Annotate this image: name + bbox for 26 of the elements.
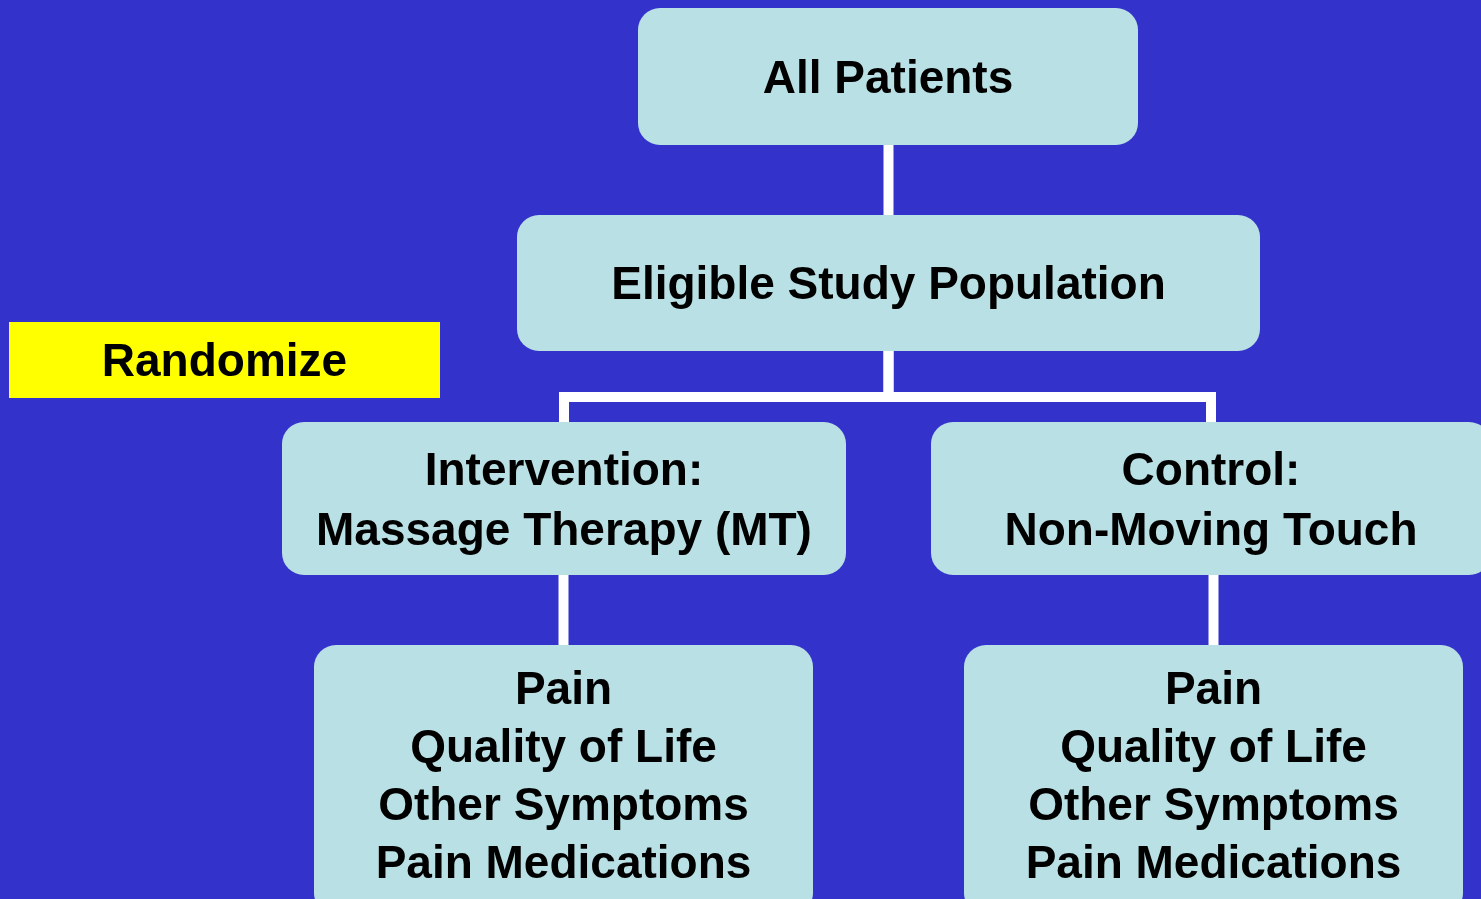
- process-box: [638, 8, 1138, 145]
- node-label: Massage Therapy (MT): [316, 501, 812, 557]
- connector-line: [1208, 575, 1219, 645]
- connector-line: [883, 351, 1216, 422]
- connector-line: [883, 145, 894, 215]
- node-label: Quality of Life: [410, 719, 717, 774]
- outcome-box: [314, 645, 813, 899]
- group-box: [282, 422, 846, 575]
- node-label: Intervention:: [424, 441, 704, 497]
- node-label: Pain Medications: [1025, 835, 1402, 890]
- node-label: Pain: [1164, 661, 1263, 716]
- node-label: Pain: [514, 661, 613, 716]
- node-label: Quality of Life: [1060, 719, 1367, 774]
- process-box: [517, 215, 1260, 351]
- group-box: [931, 422, 1481, 575]
- label-box: [9, 322, 440, 398]
- outcome-box: [964, 645, 1463, 899]
- node-label: Eligible Study Population: [611, 256, 1166, 311]
- node-label: Other Symptoms: [378, 777, 749, 832]
- node-label: All Patients: [762, 49, 1014, 105]
- node-label: Randomize: [101, 333, 348, 388]
- connector-line: [558, 575, 569, 645]
- node-label: Non-Moving Touch: [1004, 501, 1418, 557]
- node-label: Pain Medications: [375, 835, 752, 890]
- node-label: Control:: [1121, 441, 1301, 497]
- node-label: Other Symptoms: [1028, 777, 1399, 832]
